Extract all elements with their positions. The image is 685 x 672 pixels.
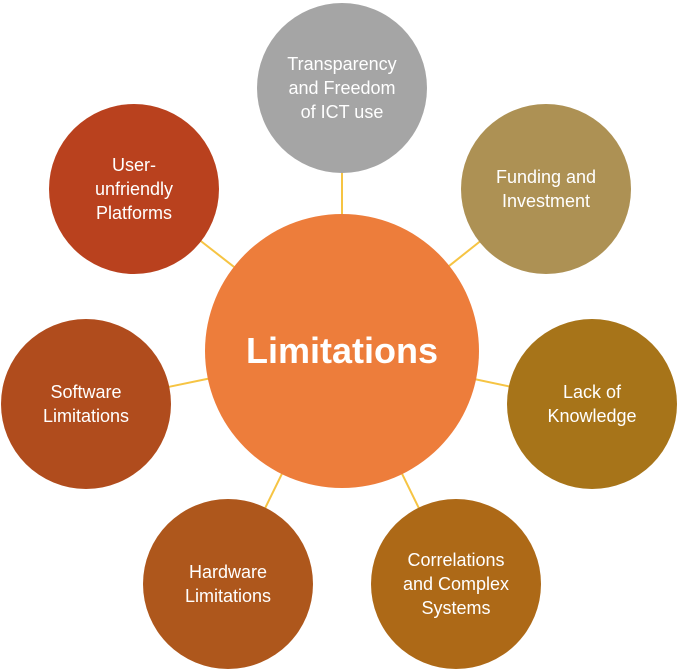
- connector-line-lack-of-knowledge: [473, 378, 512, 388]
- node-transparency: Transparency and Freedom of ICT use: [257, 3, 427, 173]
- connector-line-user-unfriendly: [198, 239, 237, 269]
- node-label: User- unfriendly Platforms: [94, 155, 174, 223]
- node-user-unfriendly: User- unfriendly Platforms: [49, 104, 219, 274]
- connector-line-funding: [447, 239, 482, 268]
- node-correlations: Correlations and Complex Systems: [371, 499, 541, 669]
- node-label: Transparency and Freedom of ICT use: [287, 54, 397, 122]
- node-label: Correlations and Complex Systems: [402, 550, 510, 618]
- node-software: Software Limitations: [1, 319, 171, 489]
- node-funding: Funding and Investment: [461, 104, 631, 274]
- connector-line-software: [167, 377, 211, 389]
- node-hardware: Hardware Limitations: [143, 499, 313, 669]
- center-node-limitations: Limitations: [205, 214, 479, 488]
- node-lack-of-knowledge: Lack of Knowledge: [507, 319, 677, 489]
- node-label: Hardware Limitations: [184, 562, 272, 606]
- connector-line-hardware: [263, 471, 284, 510]
- connector-line-correlations: [400, 471, 421, 510]
- node-label: Software Limitations: [42, 382, 130, 426]
- node-label: Funding and Investment: [495, 167, 597, 211]
- center-node-label: Limitations: [245, 330, 438, 371]
- node-label: Lack of Knowledge: [547, 382, 637, 426]
